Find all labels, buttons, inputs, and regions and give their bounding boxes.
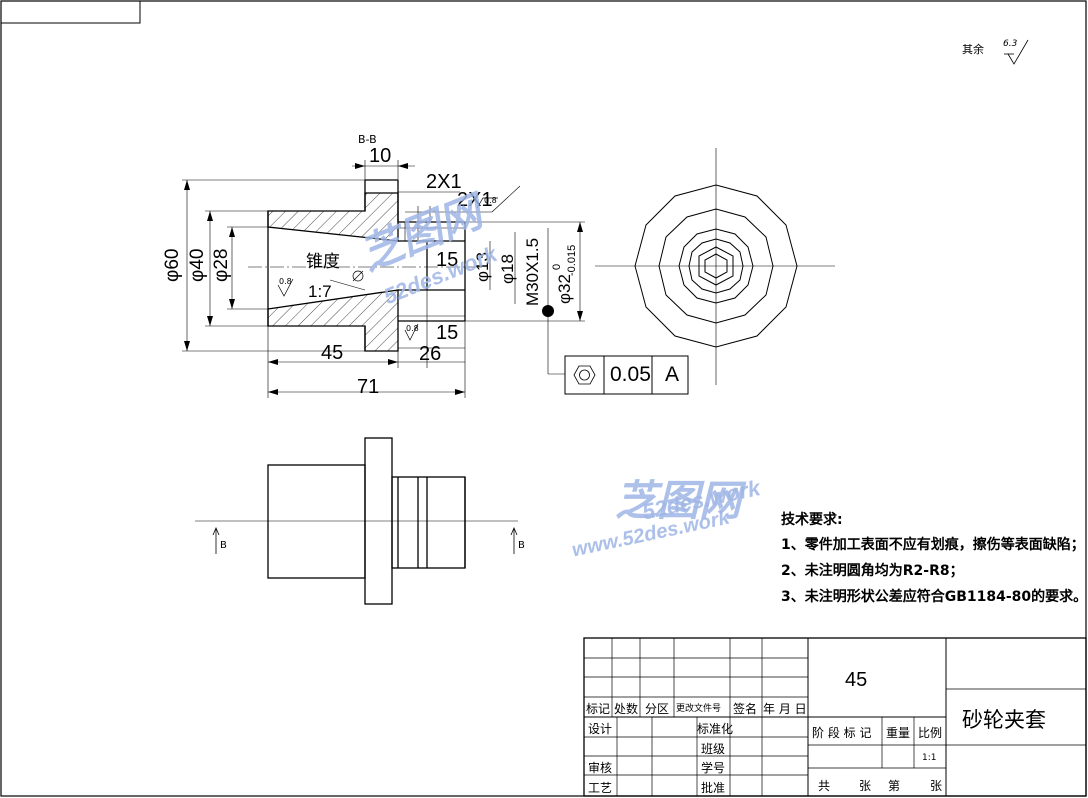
tb-header: 分区 [645,702,670,716]
tb-stage-label: 重量 [886,726,911,740]
tech-requirement-item: 2、未注明圆角均为R2-R8； [781,563,964,579]
tb-row-label: 批准 [701,781,726,795]
dim-15-a: 15 [436,249,459,271]
tb-header: 标记 [586,702,611,716]
tb-header: 签名 [733,702,758,716]
dimension-lines [182,160,585,398]
roughness-value-b: 0.8 [406,324,419,333]
tb-sheet-label: 张 [859,779,872,793]
dim-2x1-b: 2X1 [457,189,493,211]
end-view [595,148,835,385]
tb-row-label: 学号 [701,761,726,775]
roughness-value-a: 0.8 [279,277,292,286]
tb-part-name: 砂轮夹套 [962,708,1046,732]
taper-symbol [352,270,364,282]
tb-sheet-label: 共 [818,779,831,793]
dim-phi32: φ32 [555,274,574,304]
tb-scale: 1:1 [922,753,937,763]
tb-stage-label: 阶 段 标 记 [812,726,872,740]
dim-phi40: φ40 [187,248,208,282]
tolerance-datum: A [665,363,680,386]
roughness-symbols [277,197,498,341]
dim-26: 26 [419,343,442,365]
tb-stage-label: 比例 [918,726,943,740]
tb-sheet-label: 张 [930,779,943,793]
taper-label: 锥度 [306,252,340,272]
tech-requirement-item: 1、零件加工表面不应有划痕，擦伤等表面缺陷； [781,537,1085,553]
tb-material: 45 [845,669,868,691]
surface-finish-label: 其余 [962,43,984,56]
tolerance-value: 0.05 [610,363,651,386]
tech-requirement-item: 3、未注明形状公差应符合GB1184-80的要求。 [781,589,1088,605]
dim-phi28: φ28 [211,248,232,282]
tb-row-label: 工艺 [588,781,613,795]
section-markers [212,526,518,554]
tb-header: 处数 [614,702,639,716]
surface-finish-value: 6.3 [1003,39,1018,49]
surface-finish-symbol [1004,39,1029,65]
datum-marker [542,305,554,317]
tb-header: 更改文件号 [676,704,722,714]
tb-row-label: 审核 [588,761,613,775]
dim-71: 71 [357,376,380,398]
tb-row-label: 标准化 [697,722,734,736]
view-marker-right: B [518,540,525,551]
section-outline [267,179,466,351]
title-block-grid [583,637,1087,797]
dim-phi60: φ60 [162,248,183,282]
hexagon-symbol [573,365,596,385]
section-label: B-B [358,133,377,146]
section-view [182,160,585,398]
tb-row-label: 班级 [701,742,726,756]
dim-10: 10 [369,145,392,167]
tb-row-label: 设计 [588,722,613,736]
dim-phi18: φ18 [498,254,517,284]
dim-15-b: 15 [436,322,459,344]
roughness-value-c: 0.8 [484,196,497,205]
dim-phi32-tol-upper: 0 [551,263,563,270]
dim-phi32-tol-lower: -0.015 [566,244,578,276]
dim-45: 45 [321,342,344,364]
tech-requirements-title: 技术要求: [781,512,843,528]
dim-thread: M30X1.5 [523,237,542,306]
view-marker-left: B [220,540,227,551]
dimension-arrows [184,163,583,395]
tb-sheet-label: 第 [888,779,901,793]
taper-ratio: 1:7 [308,282,332,301]
thread-lines [398,222,465,317]
dim-2x1-a: 2X1 [426,171,462,193]
tb-header: 年 月 日 [763,702,807,716]
watermark-brand: 芝图网 [615,477,742,524]
tolerance-frame [564,355,689,395]
